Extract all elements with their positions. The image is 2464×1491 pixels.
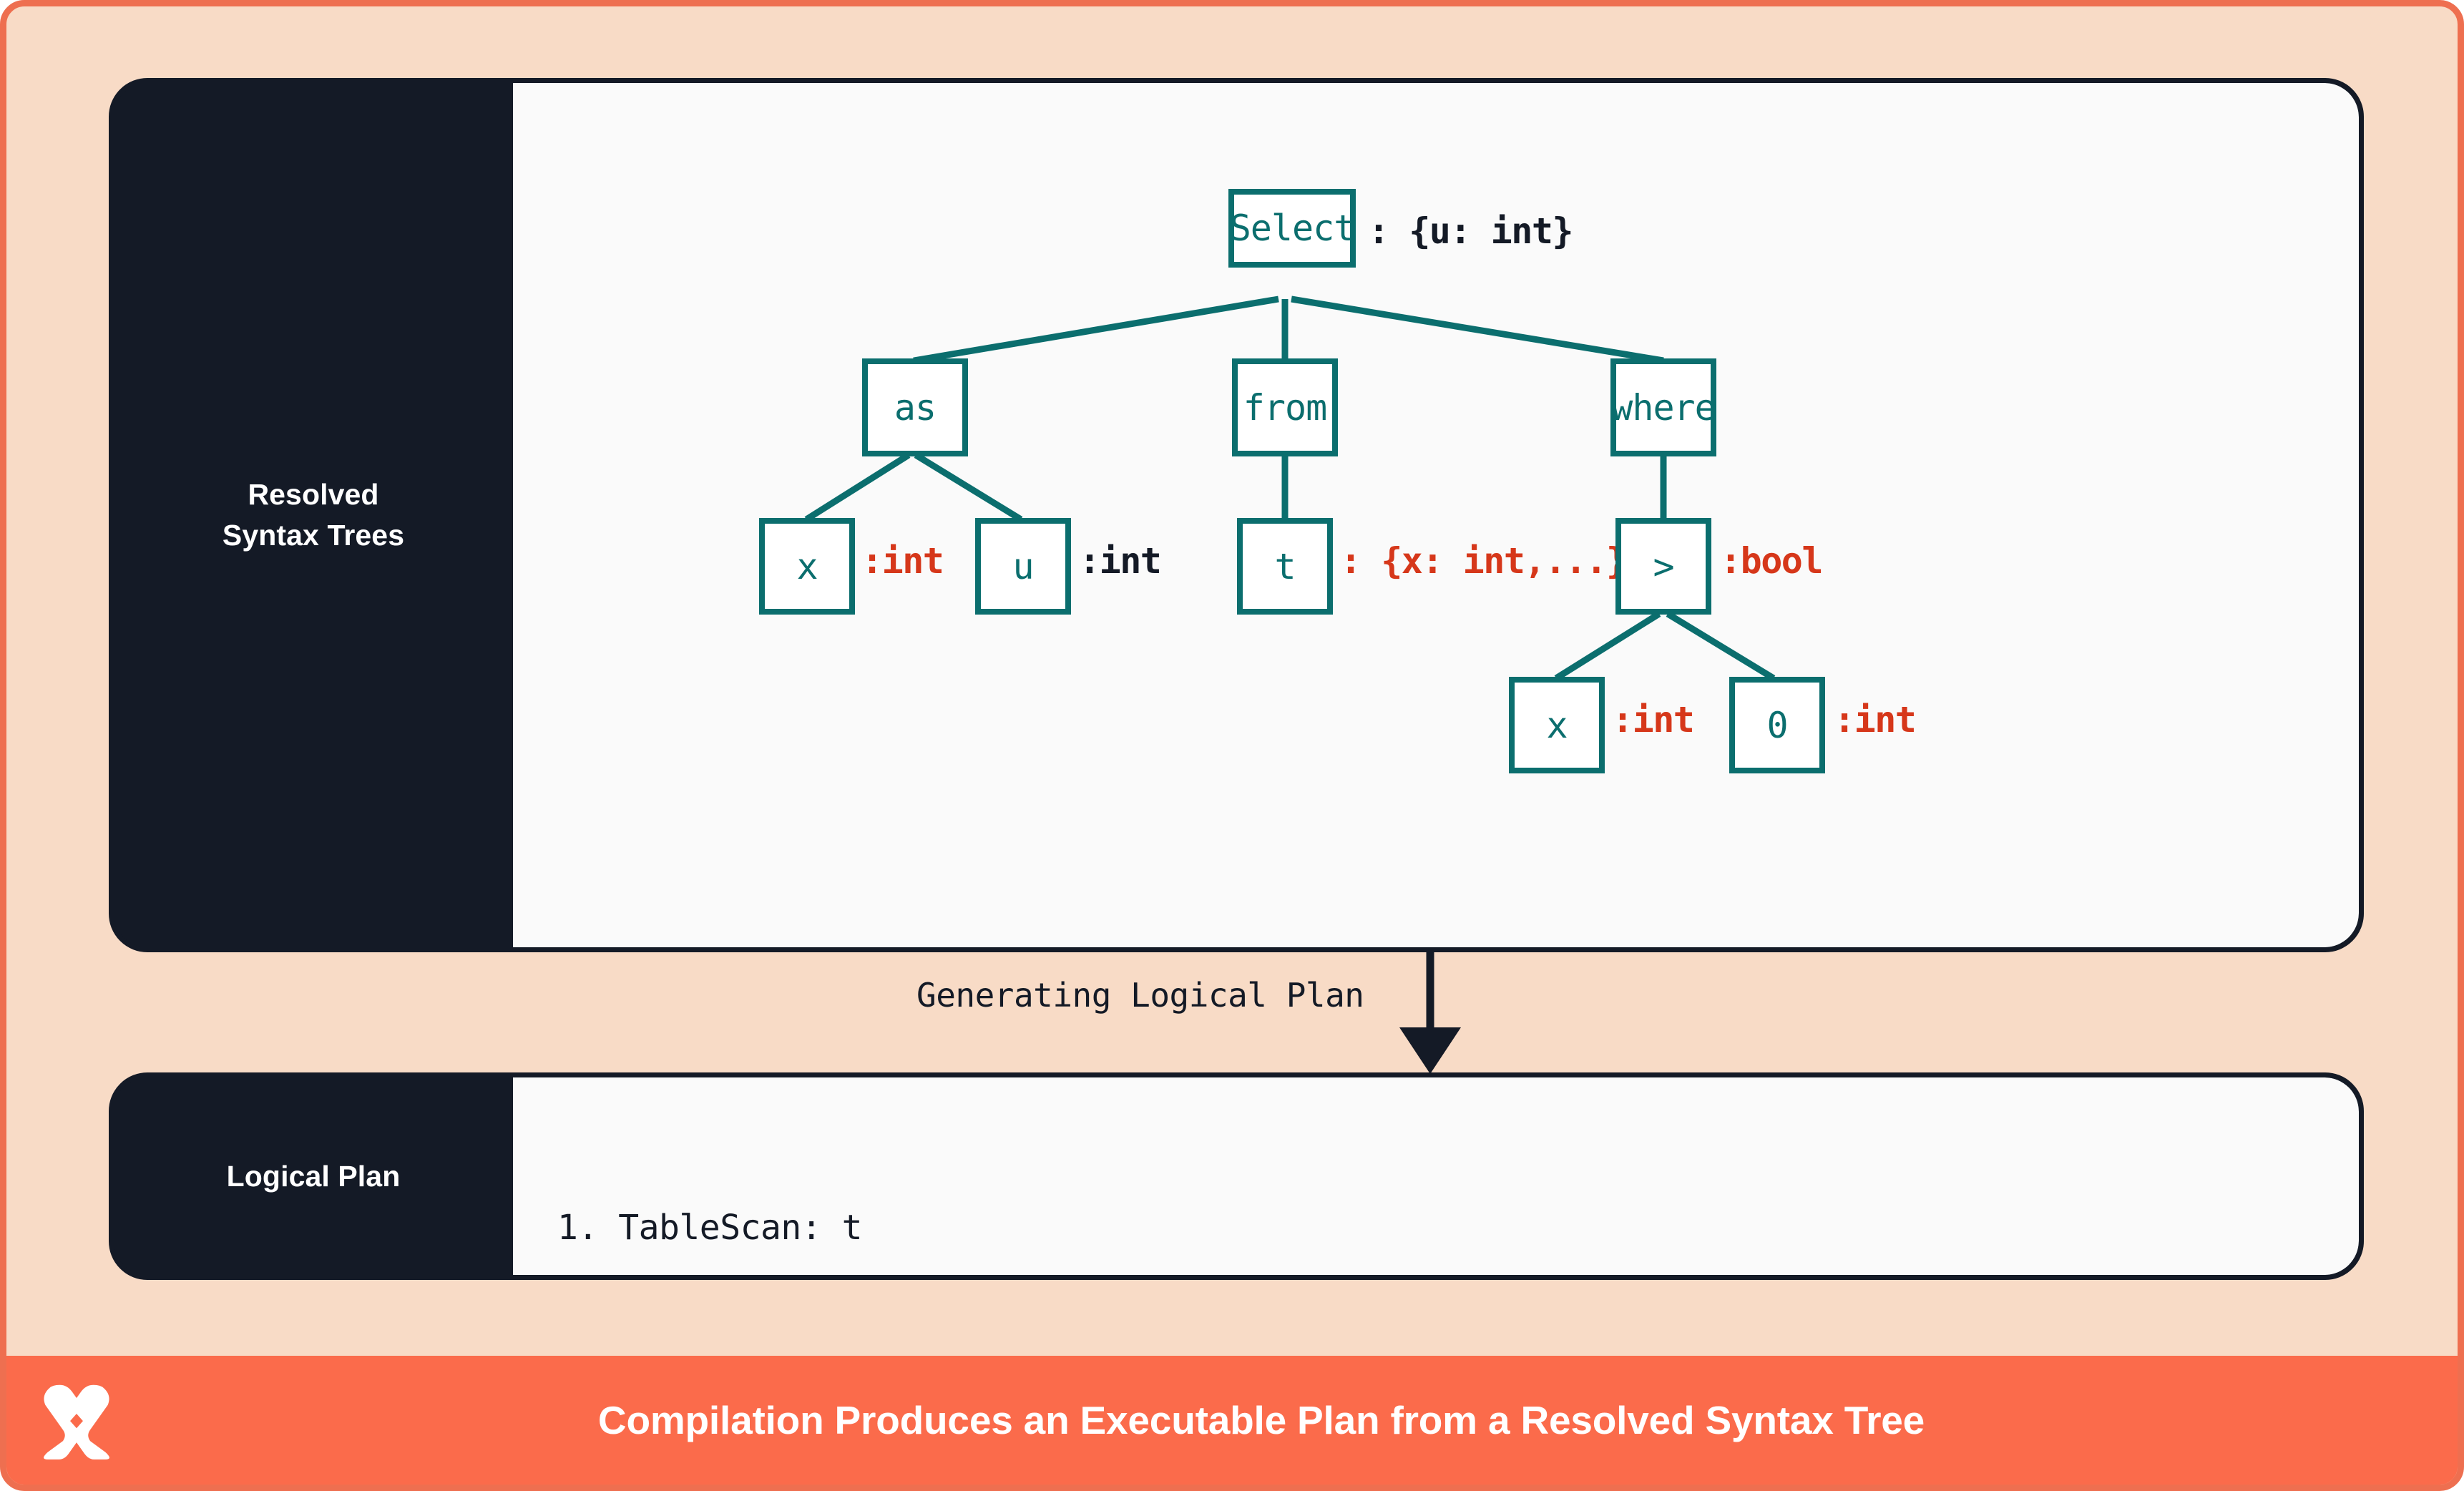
footer-banner: Compilation Produces an Executable Plan …	[6, 1356, 2458, 1485]
node-as[interactable]: as	[862, 358, 968, 456]
node-where-text: where	[1611, 386, 1716, 429]
node-greater-than-text: >	[1653, 545, 1674, 587]
node-select[interactable]: Select	[1228, 189, 1356, 268]
node-t[interactable]: t	[1237, 518, 1333, 615]
node-x-as[interactable]: x	[759, 518, 855, 615]
logical-plan-steps: 1. TableScan: t 2. Filter: t.x > 0 3. Pr…	[557, 1105, 1025, 1275]
node-zero-type: :int	[1834, 699, 1917, 740]
node-as-text: as	[894, 386, 937, 429]
tree-edges	[804, 295, 1776, 681]
node-u-type: :int	[1079, 540, 1162, 582]
node-greater-than-type: :bool	[1720, 540, 1824, 582]
node-select-text: Select	[1229, 207, 1356, 249]
node-x-as-text: x	[796, 545, 818, 587]
resolved-syntax-trees-label: Resolved Syntax Trees	[222, 478, 405, 552]
node-where[interactable]: where	[1610, 358, 1716, 456]
node-x-cmp-text: x	[1546, 704, 1568, 746]
transition-caption: Generating Logical Plan	[916, 976, 1364, 1015]
logical-plan-card: Logical Plan 1. TableScan: t 2. Filter: …	[109, 1072, 2364, 1280]
node-greater-than[interactable]: >	[1615, 518, 1711, 615]
node-x-as-type: :int	[861, 540, 944, 582]
x-butterfly-logo-icon	[44, 1384, 109, 1460]
node-t-text: t	[1274, 545, 1296, 587]
node-x-cmp[interactable]: x	[1509, 677, 1605, 773]
node-u[interactable]: u	[975, 518, 1071, 615]
logical-plan-label: Logical Plan	[226, 1159, 401, 1193]
node-from-text: from	[1243, 386, 1327, 429]
node-zero[interactable]: 0	[1729, 677, 1825, 773]
node-u-text: u	[1012, 545, 1034, 587]
logical-plan-body: 1. TableScan: t 2. Filter: t.x > 0 3. Pr…	[513, 1077, 2359, 1275]
syntax-tree-canvas: Select : {u: int} as from where x :int u…	[513, 83, 2359, 947]
node-zero-text: 0	[1766, 704, 1788, 746]
node-x-cmp-type: :int	[1612, 699, 1695, 740]
node-t-type: : {x: int,...}	[1340, 540, 1628, 582]
plan-step-1: 1. TableScan: t	[557, 1208, 862, 1248]
footer-caption: Compilation Produces an Executable Plan …	[597, 1398, 1925, 1442]
resolved-syntax-trees-card: Resolved Syntax Trees	[109, 78, 2364, 952]
node-from[interactable]: from	[1232, 358, 1338, 456]
node-select-type: : {u: int}	[1368, 210, 1574, 252]
